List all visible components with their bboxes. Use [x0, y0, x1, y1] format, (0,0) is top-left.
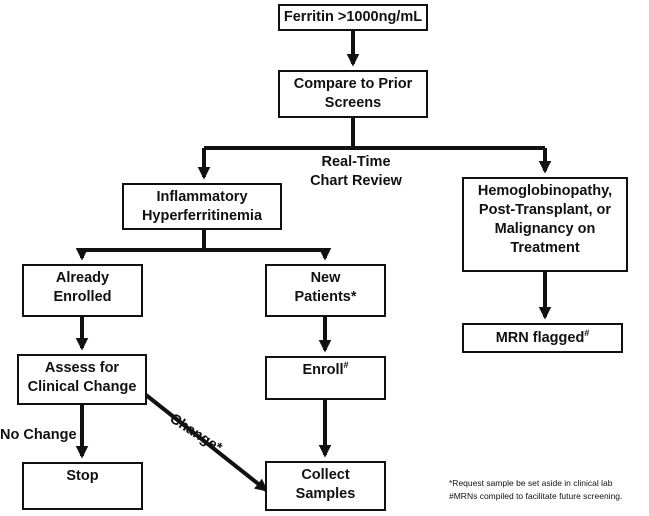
- mrn-flagged-label: MRN flagged: [495, 329, 585, 346]
- node-stop: Stop: [22, 462, 143, 510]
- node-collect: Collect Samples: [265, 461, 386, 511]
- node-hemoglobinopathy: Hemoglobinopathy, Post-Transplant, or Ma…: [462, 177, 628, 272]
- footnote-mrns: #MRNs compiled to facilitate future scre…: [449, 491, 623, 501]
- edge-assess-collect: [144, 393, 269, 492]
- edge-label-real-time: Real-Time Chart Review: [310, 154, 402, 189]
- edge-label-no-change: No Change: [0, 427, 77, 443]
- mrn-flagged-mark: #: [584, 327, 590, 338]
- enroll-label: Enroll: [302, 362, 344, 378]
- enroll-mark: #: [343, 360, 349, 371]
- node-already-enrolled: Already Enrolled: [22, 264, 143, 317]
- node-new-patients: New Patients*: [265, 264, 386, 317]
- node-enroll: Enroll#: [265, 356, 386, 400]
- node-mrn-flagged: MRN flagged#: [462, 323, 623, 353]
- node-assess: Assess for Clinical Change: [17, 354, 147, 405]
- node-ferritin: Ferritin >1000ng/mL: [278, 4, 428, 31]
- node-compare: Compare to Prior Screens: [278, 70, 428, 118]
- footnote-request: *Request sample be set aside in clinical…: [449, 478, 613, 488]
- node-inflammatory: Inflammatory Hyperferritinemia: [122, 183, 282, 230]
